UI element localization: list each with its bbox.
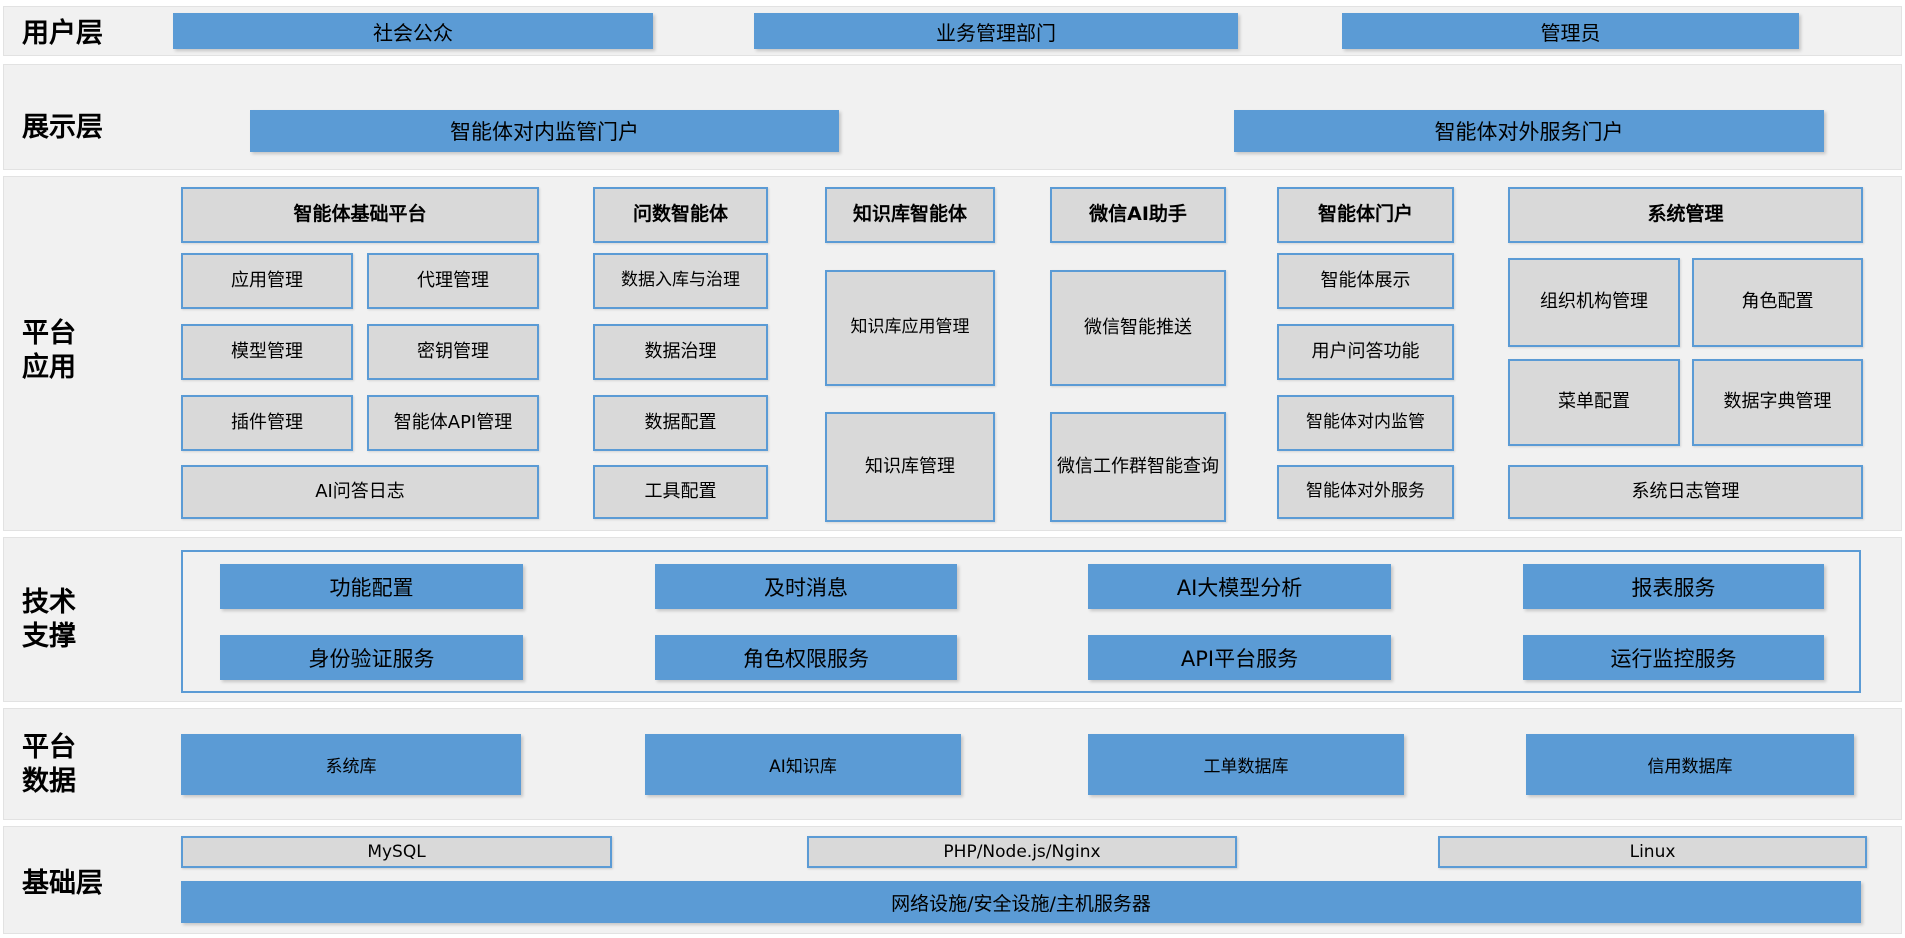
module-box-agent-internal-supervision: 智能体对内监管	[1277, 395, 1454, 451]
bar-workorder-db: 工单数据库	[1088, 734, 1404, 795]
bar-internal-portal: 智能体对内监管门户	[250, 110, 839, 152]
bar-role-permission-service: 角色权限服务	[655, 635, 957, 680]
module-box-ai-qa-log: AI问答日志	[181, 465, 539, 519]
header-wechat-ai-assistant: 微信AI助手	[1050, 187, 1226, 243]
module-box-data-config: 数据配置	[593, 395, 768, 451]
module-box-system-log-mgmt: 系统日志管理	[1508, 465, 1863, 519]
module-box-org-mgmt: 组织机构管理	[1508, 258, 1680, 347]
bar-public: 社会公众	[173, 13, 653, 49]
panel-platform-app-layer: 平台 应用 智能体基础平台 应用管理 代理管理 模型管理 密钥管理 插件管理 智…	[3, 176, 1902, 531]
module-box-key-mgmt: 密钥管理	[367, 324, 539, 380]
bar-identity-verify-service: 身份验证服务	[220, 635, 523, 680]
bar-admin: 管理员	[1342, 13, 1799, 49]
bar-ai-model-analysis: AI大模型分析	[1088, 564, 1391, 609]
module-box-tool-config: 工具配置	[593, 465, 768, 519]
module-box-kb-mgmt: 知识库管理	[825, 412, 995, 522]
panel-tech-layer: 技术 支撑 功能配置 及时消息 AI大模型分析 报表服务 身份验证服务 角色权限…	[3, 537, 1902, 702]
bar-function-config: 功能配置	[220, 564, 523, 609]
panel-display-layer: 展示层 智能体对内监管门户 智能体对外服务门户	[3, 64, 1902, 170]
bar-network-security-host: 网络设施/安全设施/主机服务器	[181, 881, 1861, 923]
header-knowledge-agent: 知识库智能体	[825, 187, 995, 243]
user-layer-label: 用户层	[22, 18, 103, 49]
module-box-wechat-push: 微信智能推送	[1050, 270, 1226, 386]
module-box-data-governance: 数据治理	[593, 324, 768, 380]
bar-business-dept: 业务管理部门	[754, 13, 1238, 49]
header-system-mgmt: 系统管理	[1508, 187, 1863, 243]
module-box-app-mgmt: 应用管理	[181, 253, 353, 309]
display-layer-label: 展示层	[22, 112, 103, 143]
panel-data-layer: 平台 数据 系统库 AI知识库 工单数据库 信用数据库	[3, 708, 1902, 820]
bar-instant-message: 及时消息	[655, 564, 957, 609]
infra-layer-label: 基础层	[22, 868, 103, 899]
module-box-model-mgmt: 模型管理	[181, 324, 353, 380]
infra-box-mysql: MySQL	[181, 836, 612, 868]
module-box-menu-config: 菜单配置	[1508, 359, 1680, 446]
infra-box-php-node-nginx: PHP/Node.js/Nginx	[807, 836, 1237, 868]
module-box-agent-display: 智能体展示	[1277, 253, 1454, 309]
header-ask-data-agent: 问数智能体	[593, 187, 768, 243]
module-box-kb-app-mgmt: 知识库应用管理	[825, 270, 995, 386]
bar-monitor-service: 运行监控服务	[1523, 635, 1824, 680]
infra-box-linux: Linux	[1438, 836, 1867, 868]
platform-app-layer-label: 平台 应用	[22, 318, 76, 383]
module-box-agent-proxy-mgmt: 代理管理	[367, 253, 539, 309]
tech-support-frame	[181, 550, 1861, 693]
module-box-user-qa: 用户问答功能	[1277, 324, 1454, 380]
bar-api-platform-service: API平台服务	[1088, 635, 1391, 680]
bar-external-portal: 智能体对外服务门户	[1234, 110, 1824, 152]
module-box-agent-api-mgmt: 智能体API管理	[367, 395, 539, 451]
header-agent-base-platform: 智能体基础平台	[181, 187, 539, 243]
bar-credit-db: 信用数据库	[1526, 734, 1854, 795]
header-agent-portal: 智能体门户	[1277, 187, 1454, 243]
bar-ai-knowledge-db: AI知识库	[645, 734, 961, 795]
bar-system-db: 系统库	[181, 734, 521, 795]
panel-user-layer: 用户层 社会公众 业务管理部门 管理员	[3, 6, 1902, 56]
module-box-agent-external-service: 智能体对外服务	[1277, 465, 1454, 519]
tech-layer-label: 技术 支撑	[22, 587, 76, 652]
module-box-data-dict-mgmt: 数据字典管理	[1692, 359, 1863, 446]
bar-report-service: 报表服务	[1523, 564, 1824, 609]
module-box-data-ingest: 数据入库与治理	[593, 253, 768, 309]
panel-infra-layer: 基础层 MySQL PHP/Node.js/Nginx Linux 网络设施/安…	[3, 826, 1902, 934]
module-box-plugin-mgmt: 插件管理	[181, 395, 353, 451]
module-box-role-config: 角色配置	[1692, 258, 1863, 347]
data-layer-label: 平台 数据	[22, 732, 76, 797]
module-box-wechat-group-query: 微信工作群智能查询	[1050, 412, 1226, 522]
